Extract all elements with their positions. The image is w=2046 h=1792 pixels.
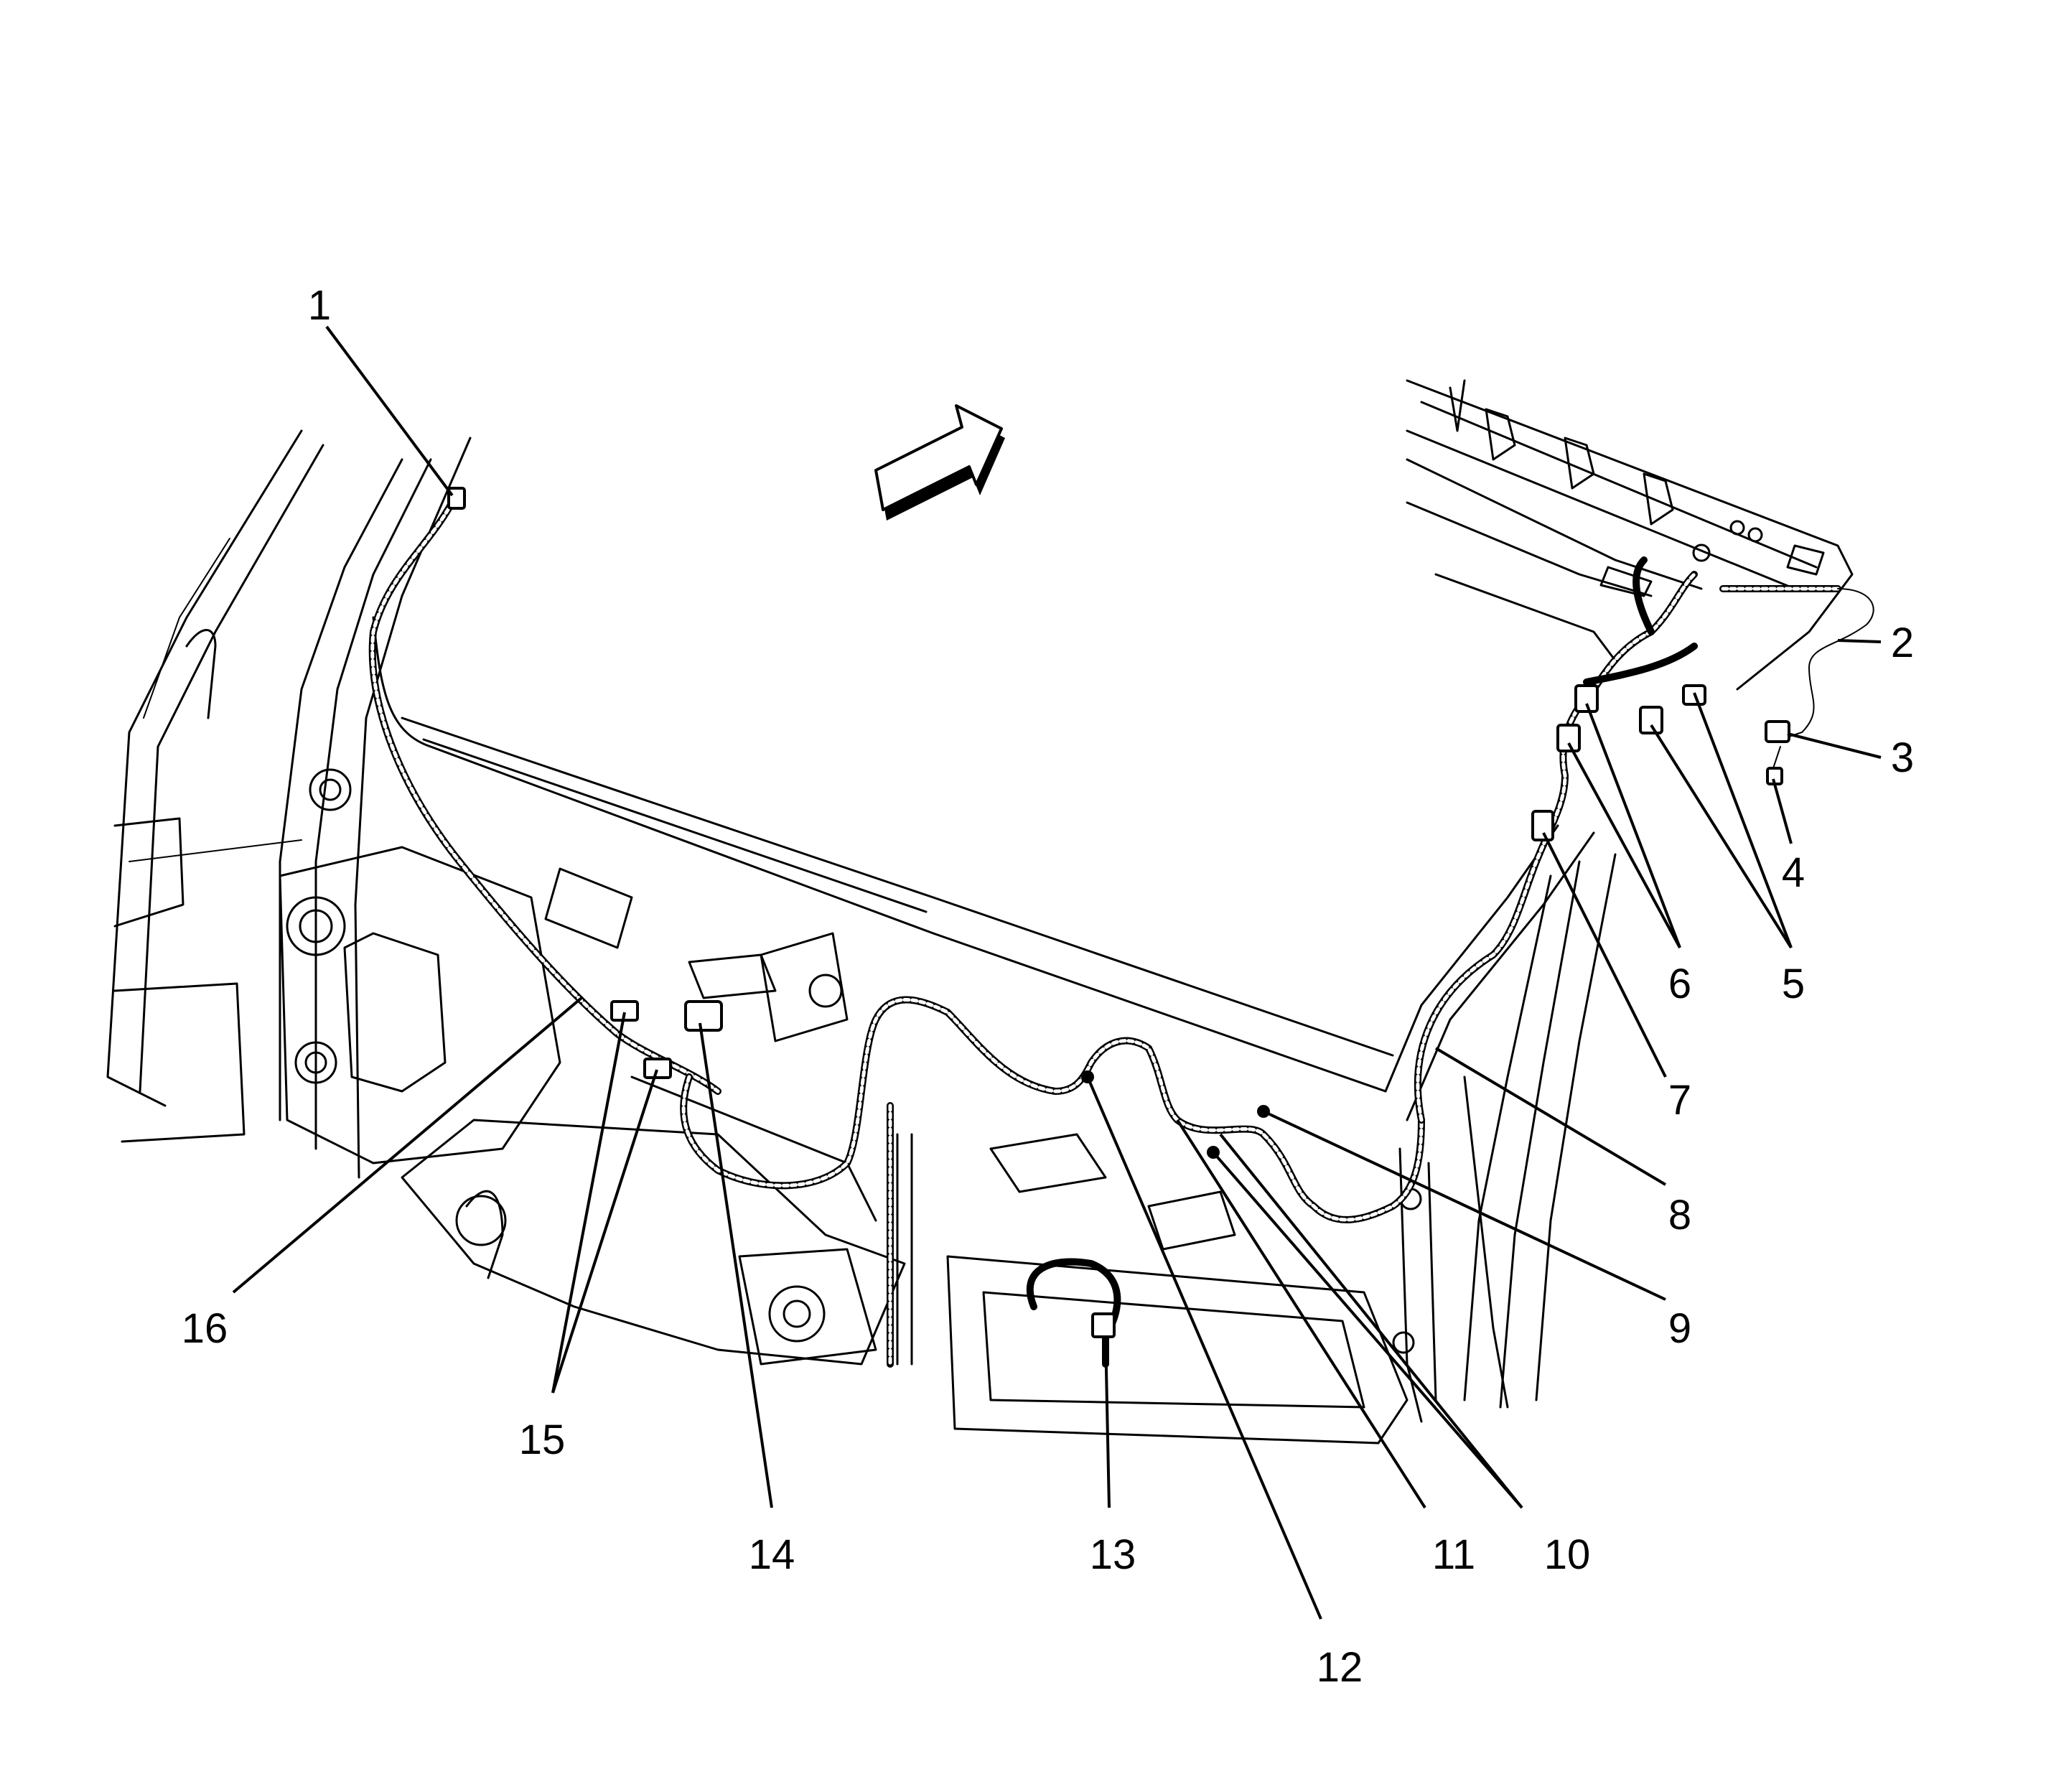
leader-3 bbox=[1787, 732, 1882, 759]
callout-10: 10 bbox=[1544, 1531, 1591, 1578]
connector-1 bbox=[447, 487, 466, 510]
leader-15a bbox=[551, 1012, 626, 1394]
leader-11 bbox=[1176, 1119, 1426, 1509]
callout-14: 14 bbox=[749, 1531, 795, 1578]
callout-13: 13 bbox=[1090, 1531, 1136, 1578]
connector-6a bbox=[1574, 684, 1599, 713]
connector-5a bbox=[1639, 706, 1663, 734]
leader-6b bbox=[1567, 742, 1681, 948]
callout-7: 7 bbox=[1668, 1077, 1691, 1124]
callout-3: 3 bbox=[1891, 734, 1914, 781]
connector-7 bbox=[1531, 810, 1554, 841]
leader-5b bbox=[1693, 692, 1793, 948]
connector-3 bbox=[1765, 720, 1790, 743]
leader-6a bbox=[1585, 703, 1681, 948]
connectors bbox=[447, 487, 1790, 1338]
callout-4: 4 bbox=[1782, 849, 1805, 896]
callout-15: 15 bbox=[519, 1417, 566, 1463]
leader-16 bbox=[232, 997, 583, 1294]
leader-lines bbox=[232, 325, 1882, 1620]
connector-15b bbox=[643, 1058, 672, 1079]
leader-1 bbox=[325, 325, 454, 497]
callout-9: 9 bbox=[1668, 1305, 1691, 1352]
leader-8 bbox=[1434, 1047, 1667, 1186]
leader-2 bbox=[1837, 639, 1882, 643]
callout-5: 5 bbox=[1782, 961, 1805, 1007]
leader-7 bbox=[1542, 832, 1667, 1078]
leader-10b bbox=[1219, 1133, 1523, 1509]
callout-6: 6 bbox=[1668, 961, 1691, 1007]
callout-11: 11 bbox=[1432, 1531, 1475, 1578]
vehicle-body-outline bbox=[106, 379, 1854, 1445]
leader-5a bbox=[1650, 724, 1793, 949]
leader-13 bbox=[1104, 1335, 1111, 1508]
wiring-harness bbox=[368, 492, 1874, 1368]
callout-16: 16 bbox=[182, 1305, 228, 1352]
leader-12 bbox=[1086, 1076, 1322, 1620]
leader-14 bbox=[699, 1022, 773, 1508]
connector-13 bbox=[1091, 1312, 1116, 1338]
leader-10a bbox=[1212, 1151, 1523, 1509]
callout-1: 1 bbox=[308, 282, 331, 329]
connector-15a bbox=[610, 1000, 639, 1022]
leader-4 bbox=[1772, 778, 1793, 844]
callout-2: 2 bbox=[1891, 620, 1914, 666]
callout-12: 12 bbox=[1317, 1644, 1363, 1691]
connector-6b bbox=[1556, 724, 1581, 752]
forward-arrow-icon bbox=[874, 404, 1005, 521]
leader-15b bbox=[551, 1069, 658, 1394]
connector-14 bbox=[684, 1000, 723, 1032]
callout-8: 8 bbox=[1668, 1192, 1691, 1238]
leader-9 bbox=[1263, 1110, 1666, 1301]
callout-labels: 1 2 3 4 5 6 7 8 9 10 11 12 13 14 15 16 bbox=[182, 282, 1914, 1691]
